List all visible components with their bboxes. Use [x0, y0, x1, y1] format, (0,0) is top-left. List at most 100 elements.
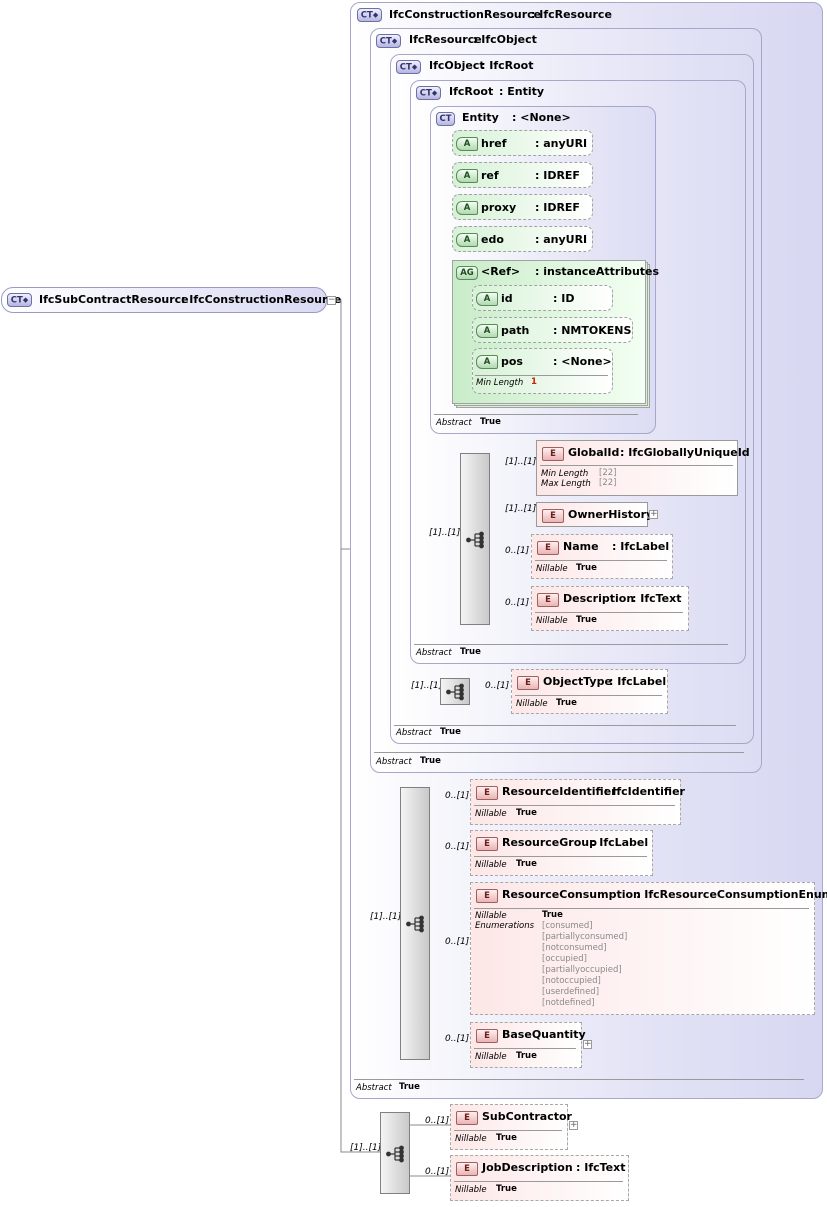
nillable-value: True — [496, 1184, 517, 1194]
expand-icon[interactable]: + — [569, 1120, 578, 1130]
ct-base: : <None> — [512, 111, 571, 124]
cardinality-label: 0..[1] — [445, 1034, 470, 1044]
nillable-label: Nillable — [536, 616, 568, 626]
root-type-box[interactable]: CT◆ IfcSubContractResource : IfcConstruc… — [1, 287, 341, 313]
element-jobdescription[interactable]: E JobDescription : IfcText Nillable True — [450, 1155, 629, 1201]
ct-badge-icon: CT◆ — [357, 8, 382, 22]
element-type: : IfcText — [632, 592, 682, 605]
attribute-group-badge-icon: AG — [456, 266, 478, 280]
cardinality-label: 0..[1] — [425, 1116, 450, 1126]
min-length-label: Min Length — [541, 469, 589, 479]
element-badge-icon: E — [476, 1029, 498, 1043]
element-resourceconsumption[interactable]: E ResourceConsumption : IfcResourceConsu… — [470, 882, 827, 1015]
cardinality-label: [1]..[1] — [505, 457, 537, 467]
attribute-type: : <None> — [553, 355, 612, 368]
attribute-name: href — [481, 137, 507, 150]
nillable-label: Nillable — [516, 699, 548, 709]
element-type: : IfcLabel — [609, 675, 667, 688]
element-type: : IfcLabel — [591, 836, 649, 849]
enum-value: [partiallyoccupied] — [542, 965, 622, 975]
nillable-value: True — [556, 698, 577, 708]
expand-icon[interactable]: + — [583, 1039, 592, 1049]
sequence-icon — [406, 915, 424, 933]
ct-base: : IfcObject — [473, 33, 537, 46]
nillable-label: Nillable — [475, 860, 507, 870]
sequence-icon — [386, 1145, 404, 1163]
min-length-value: 1 — [531, 377, 537, 387]
abstract-value: True — [460, 647, 481, 657]
attribute-id[interactable]: A id : ID — [472, 285, 613, 311]
ct-name: IfcObject — [429, 59, 485, 72]
ct-name: Entity — [462, 111, 499, 124]
attribute-badge-icon: A — [456, 137, 478, 151]
nillable-label: Nillable — [475, 1052, 507, 1062]
ct-badge-icon: CT◆ — [376, 34, 401, 48]
attribute-type: : IDREF — [535, 169, 580, 182]
element-type: : IfcText — [576, 1161, 626, 1174]
element-badge-icon: E — [537, 541, 559, 555]
ct-badge-icon: CT — [436, 112, 455, 126]
element-globalid[interactable]: E GlobalId : IfcGloballyUniqueId Min Len… — [536, 440, 750, 496]
element-resourceidentifier[interactable]: E ResourceIdentifier : IfcIdentifier Nil… — [470, 779, 685, 825]
cardinality-label: [1]..[1] — [411, 681, 443, 691]
cardinality-label: 0..[1] — [485, 681, 510, 691]
ct-name: IfcResource — [409, 33, 482, 46]
cardinality-label: 0..[1] — [445, 937, 470, 947]
cardinality-label: 0..[1] — [505, 546, 530, 556]
element-objecttype[interactable]: E ObjectType : IfcLabel Nillable True — [511, 669, 668, 714]
attribute-pos[interactable]: A pos : <None> Min Length 1 — [472, 348, 613, 394]
attribute-name: pos — [501, 355, 523, 368]
attribute-proxy[interactable]: A proxy : IDREF — [452, 194, 593, 220]
element-description[interactable]: E Description : IfcText Nillable True — [531, 586, 689, 631]
attribute-name: ref — [481, 169, 499, 182]
sequence-compositor[interactable] — [460, 453, 490, 625]
element-name: Name — [563, 540, 599, 553]
element-name[interactable]: E Name : IfcLabel Nillable True — [531, 534, 673, 579]
attribute-badge-icon: A — [476, 355, 498, 369]
abstract-value: True — [399, 1082, 420, 1092]
element-badge-icon: E — [542, 447, 564, 461]
attribute-ref[interactable]: A ref : IDREF — [452, 162, 593, 188]
ct-base: : IfcRoot — [481, 59, 534, 72]
element-name: BaseQuantity — [502, 1028, 586, 1041]
attribute-path[interactable]: A path : NMTOKENS — [472, 317, 633, 343]
sequence-compositor[interactable] — [380, 1112, 410, 1194]
cardinality-label: [1]..[1] — [370, 912, 402, 922]
element-basequantity[interactable]: E BaseQuantity Nillable True — [470, 1022, 586, 1068]
nillable-label: Nillable — [475, 809, 507, 819]
abstract-value: True — [440, 727, 461, 737]
min-length-value: [22] — [599, 468, 617, 478]
sequence-compositor[interactable] — [400, 787, 430, 1060]
element-name: GlobalId — [568, 446, 620, 459]
attribute-name: edo — [481, 233, 504, 246]
attribute-edo[interactable]: A edo : anyURI — [452, 226, 593, 252]
abstract-label: Abstract — [436, 418, 472, 428]
enum-value: [notoccupied] — [542, 976, 601, 986]
sequence-icon — [446, 683, 464, 701]
collapse-icon[interactable]: − — [327, 295, 336, 305]
element-type: : IfcGloballyUniqueId — [620, 446, 750, 459]
abstract-label: Abstract — [416, 648, 452, 658]
ct-name: IfcRoot — [449, 85, 494, 98]
sequence-compositor[interactable] — [440, 678, 470, 705]
enum-value: [notdefined] — [542, 998, 595, 1008]
max-length-label: Max Length — [541, 479, 591, 489]
element-badge-icon: E — [476, 837, 498, 851]
sequence-icon — [466, 531, 484, 549]
element-ownerhistory[interactable]: E OwnerHistory — [536, 502, 653, 527]
element-subcontractor[interactable]: E SubContractor Nillable True — [450, 1104, 572, 1150]
ct-badge-icon: CT◆ — [396, 60, 421, 74]
attribute-href[interactable]: A href : anyURI — [452, 130, 593, 156]
ct-badge-icon: CT◆ — [7, 293, 32, 307]
attribute-name: id — [501, 292, 513, 305]
ct-base: : Entity — [499, 85, 545, 98]
nillable-label: Nillable — [536, 564, 568, 574]
element-resourcegroup[interactable]: E ResourceGroup : IfcLabel Nillable True — [470, 830, 653, 876]
element-badge-icon: E — [517, 676, 539, 690]
attribute-name: proxy — [481, 201, 517, 214]
max-length-value: [22] — [599, 478, 617, 488]
element-name: ResourceConsumption — [502, 888, 641, 901]
expand-icon[interactable]: + — [649, 509, 658, 519]
nillable-value: True — [516, 808, 537, 818]
attribute-badge-icon: A — [456, 169, 478, 183]
